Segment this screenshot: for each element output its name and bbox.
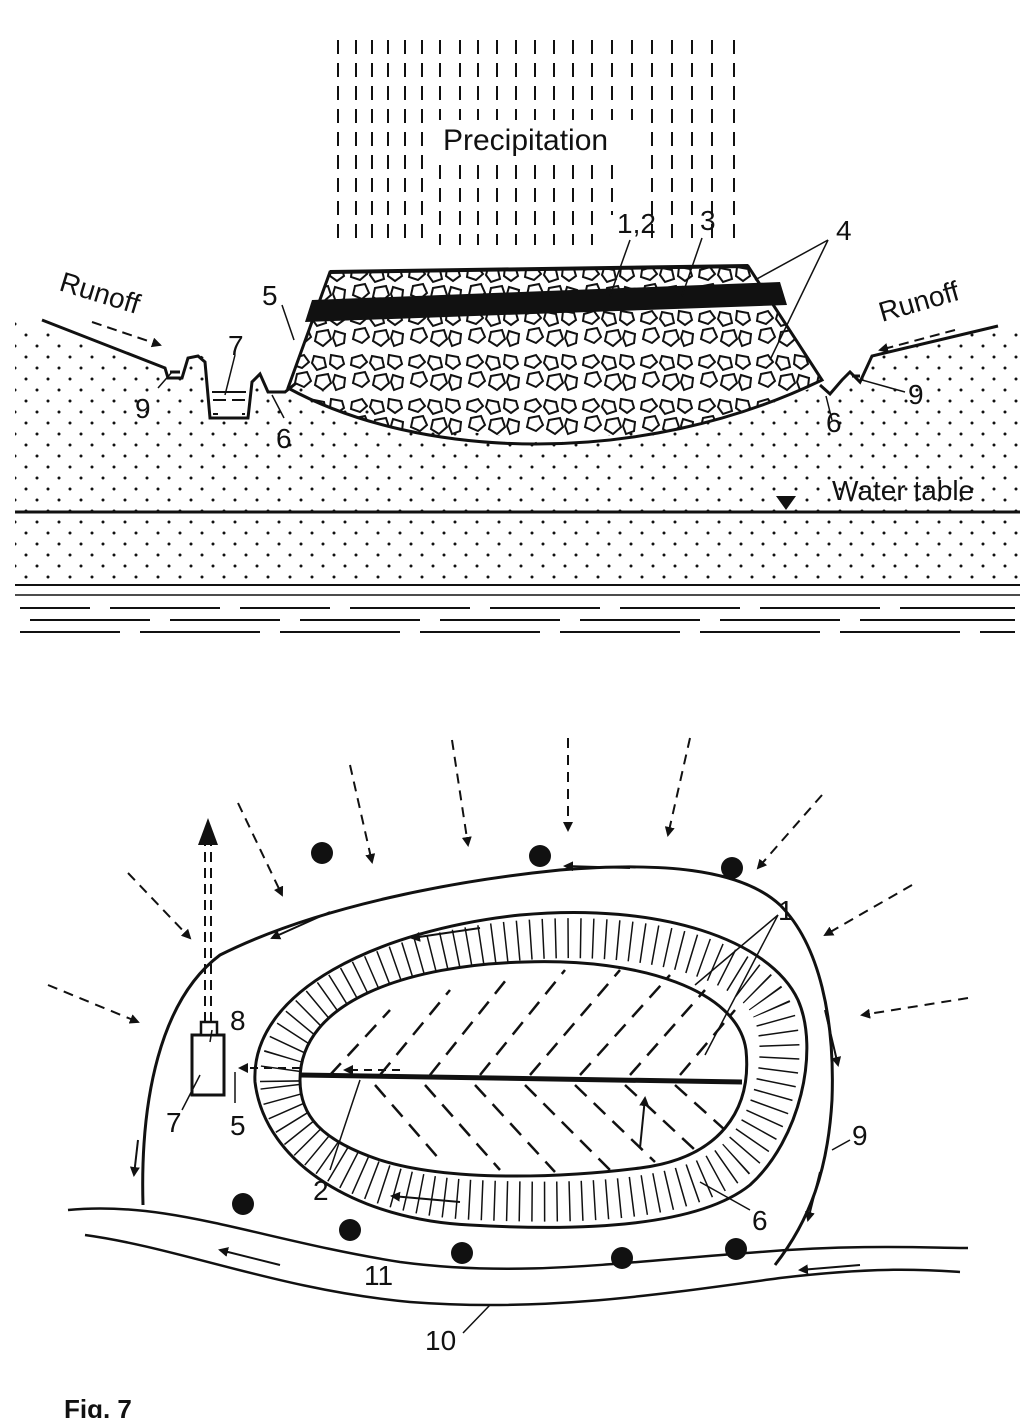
cross-section: Precipitation Runoff Runoff Water table …: [15, 40, 1020, 633]
well: [529, 845, 551, 867]
well: [311, 842, 333, 864]
plan-label-5: 5: [230, 1110, 246, 1141]
label-9-left: 9: [135, 393, 151, 424]
plan-label-7: 7: [166, 1107, 182, 1138]
label-4: 4: [836, 215, 852, 246]
runoff-right-label: Runoff: [875, 275, 963, 327]
plan-label-6: 6: [752, 1205, 768, 1236]
precipitation-lines: [337, 40, 735, 245]
cover-top: [329, 264, 749, 274]
label-6-left: 6: [276, 423, 292, 454]
liner-layer: [305, 282, 787, 322]
precipitation-label: Precipitation: [443, 124, 608, 157]
figure-caption: Fig. 7: [64, 1394, 132, 1418]
runoff-right-arrow: [878, 329, 956, 353]
well: [611, 1247, 633, 1269]
runoff-left-label: Runoff: [56, 266, 144, 320]
label-5: 5: [262, 280, 278, 311]
well: [451, 1242, 473, 1264]
water-table-marker: [776, 496, 796, 510]
well: [339, 1219, 361, 1241]
ground-surface-right: [818, 324, 999, 397]
plan-label-9: 9: [852, 1120, 868, 1151]
label-7: 7: [228, 330, 244, 361]
plan-label-2: 2: [313, 1175, 329, 1206]
label-9-right: 9: [908, 379, 924, 410]
landfill-inner: [298, 960, 749, 1178]
wells: [232, 842, 747, 1269]
pump-8: [199, 1020, 219, 1037]
runoff-left-arrow: [91, 321, 162, 348]
river-arrow-left: [218, 1247, 281, 1266]
plan-label-10: 10: [425, 1325, 456, 1356]
plan-label-11: 11: [364, 1260, 393, 1291]
plan-label-1: 1: [778, 895, 794, 926]
inflow-arrows: [47, 737, 969, 1024]
outer-ditch-9: [141, 865, 834, 1266]
well: [232, 1193, 254, 1215]
well: [725, 1238, 747, 1260]
ditch-flow-arrows: [129, 861, 842, 1222]
landfill-rim: [253, 911, 809, 1229]
plan-leaders: [181, 914, 851, 1334]
river-arrow-right: [798, 1264, 861, 1275]
label-1-2: 1,2: [617, 208, 656, 239]
clay-layer: [20, 607, 1015, 633]
discharge-arrowhead: [198, 818, 218, 845]
pond-water: [213, 392, 245, 416]
plan-view: 1 2 5 6 7 8 9 10 11: [47, 737, 969, 1356]
well: [721, 857, 743, 879]
label-3: 3: [700, 205, 716, 236]
section-leaders: [157, 237, 906, 421]
water-table-label: Water table: [832, 475, 974, 506]
label-6-right: 6: [826, 407, 842, 438]
ground-surface: [41, 318, 301, 420]
tank-7: [190, 1033, 226, 1097]
river-bank-lower: [84, 1233, 961, 1307]
plan-label-8: 8: [230, 1005, 246, 1036]
river-bank-upper: [67, 1207, 969, 1271]
central-drain: [299, 1072, 743, 1085]
drain-dashes: [329, 969, 736, 1173]
